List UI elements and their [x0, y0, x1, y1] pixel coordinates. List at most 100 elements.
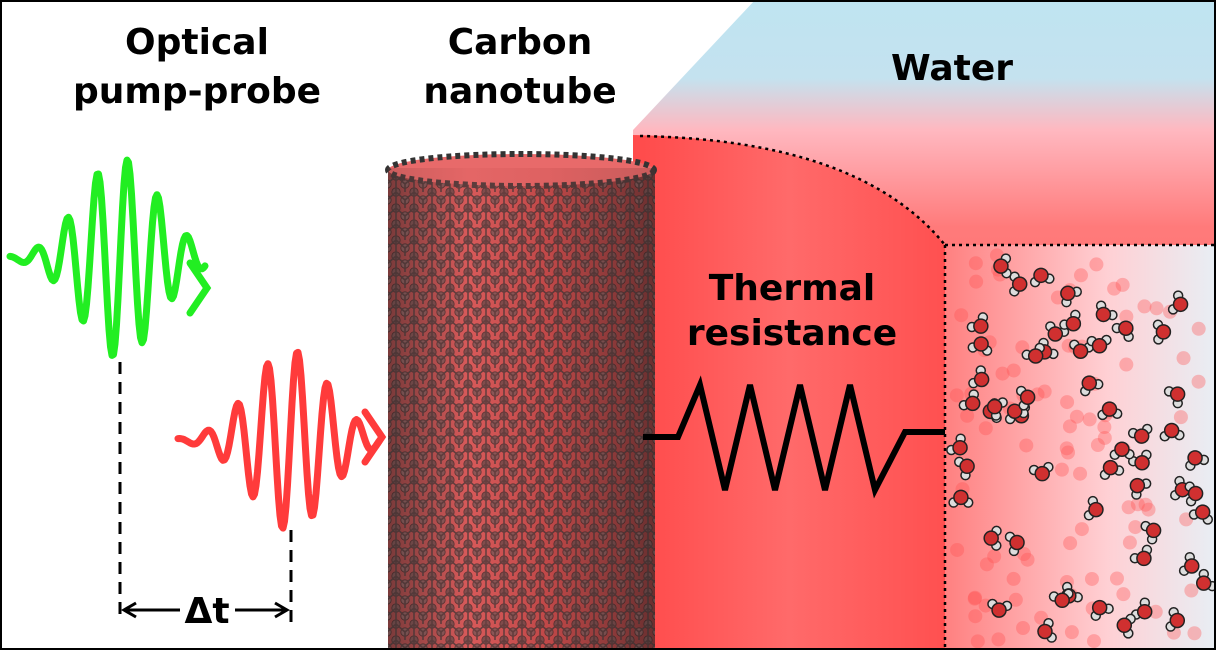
- water-molecule: [1129, 477, 1152, 500]
- faded-water-molecule: [1115, 277, 1130, 292]
- water-molecule: [1048, 588, 1074, 609]
- faded-water-molecule: [1148, 604, 1163, 619]
- faded-water-molecule: [1006, 571, 1021, 586]
- faded-water-molecule: [987, 549, 1002, 564]
- faded-water-molecule: [978, 421, 993, 436]
- water-molecule: [958, 389, 981, 412]
- pump-probe-label-2: pump-probe: [73, 71, 321, 112]
- water-molecule: [1086, 334, 1112, 354]
- faded-water-molecule: [1082, 412, 1097, 427]
- water-molecule: [1021, 342, 1045, 364]
- water-molecule: [1099, 459, 1125, 480]
- faded-water-molecule: [1128, 520, 1143, 535]
- interface-layer: [633, 135, 945, 650]
- faded-water-molecule: [1109, 571, 1124, 586]
- water-molecule: [1127, 449, 1152, 471]
- water-molecule: [1109, 441, 1135, 460]
- water-molecule: [1037, 617, 1057, 643]
- faded-water-molecule: [969, 274, 984, 289]
- faded-water-molecule: [1062, 419, 1077, 434]
- faded-water-molecule: [1191, 321, 1206, 336]
- faded-water-molecule: [1191, 374, 1206, 389]
- faded-water-molecule: [1084, 571, 1099, 586]
- faded-water-molecule: [950, 542, 965, 557]
- water-molecule: [1095, 300, 1118, 323]
- faded-water-molecule: [991, 632, 1006, 647]
- probe-arrowhead: [361, 408, 387, 466]
- nanotube-label-1: Carbon: [448, 22, 593, 63]
- water-molecule: [1080, 375, 1104, 397]
- faded-water-molecule: [1063, 536, 1078, 551]
- water-molecule: [1004, 531, 1025, 557]
- faded-water-molecule: [1116, 587, 1131, 602]
- water-molecule: [1004, 403, 1029, 425]
- faded-water-molecule: [1187, 626, 1202, 641]
- pump-arrowhead: [186, 259, 212, 317]
- water-molecule: [1028, 461, 1054, 482]
- faded-water-molecule: [1086, 634, 1101, 649]
- faded-water-molecule: [1119, 309, 1134, 324]
- water-molecule: [983, 525, 1002, 551]
- faded-water-molecule: [1097, 430, 1112, 445]
- water-molecule: [948, 489, 974, 508]
- water-molecules: [946, 248, 1216, 649]
- faded-water-molecule: [1107, 281, 1122, 296]
- water-molecule: [1116, 613, 1136, 639]
- faded-water-molecule: [1173, 410, 1188, 425]
- water-molecule: [1090, 599, 1114, 621]
- faded-water-molecule: [1141, 502, 1156, 517]
- thermal-label-1: Thermal: [709, 268, 876, 309]
- water-molecule: [1029, 267, 1055, 288]
- faded-water-molecule: [979, 557, 994, 572]
- water-molecule: [1009, 271, 1028, 297]
- water-molecule: [1159, 422, 1185, 442]
- faded-water-molecule: [1074, 522, 1089, 537]
- water-molecule: [1152, 319, 1172, 345]
- water-molecule: [1059, 309, 1082, 332]
- nanotube-label-2: nanotube: [423, 71, 616, 112]
- faded-water-molecule: [1069, 409, 1084, 424]
- faded-water-molecule: [1073, 268, 1088, 283]
- water-molecule: [1163, 386, 1186, 409]
- water-molecule: [1060, 285, 1082, 308]
- water-label: Water: [891, 48, 1013, 89]
- water-molecule: [1185, 450, 1210, 471]
- water-molecule: [993, 253, 1012, 279]
- water-molecule: [967, 336, 993, 356]
- water-molecule: [987, 598, 1013, 618]
- faded-water-molecule: [1020, 552, 1035, 567]
- pump-probe-label-1: Optical: [125, 22, 269, 63]
- faded-water-molecule: [968, 590, 983, 605]
- water-molecule: [968, 365, 990, 389]
- faded-water-molecule: [954, 308, 969, 323]
- water-molecule: [1178, 551, 1200, 576]
- faded-water-molecule: [1064, 625, 1079, 640]
- faded-water-molecule: [1059, 441, 1074, 456]
- faded-water-molecule: [1037, 384, 1052, 399]
- water-molecule: [1188, 504, 1214, 525]
- faded-water-molecule: [1061, 445, 1076, 460]
- faded-water-molecule: [1016, 546, 1031, 561]
- water-molecule: [1015, 385, 1036, 411]
- water-molecule: [946, 433, 968, 456]
- faded-water-molecule: [968, 256, 983, 271]
- faded-water-molecule: [1006, 363, 1021, 378]
- thermal-resistor: [643, 375, 945, 499]
- faded-water-molecule: [1019, 438, 1034, 453]
- faded-water-molecule: [995, 366, 1010, 381]
- faded-water-molecule: [1137, 299, 1152, 314]
- faded-water-molecule: [1090, 438, 1105, 453]
- faded-water-molecule: [968, 609, 983, 624]
- interface-boundary: [639, 134, 946, 246]
- faded-water-molecule: [1176, 351, 1191, 366]
- water-molecule: [1097, 401, 1123, 421]
- water-molecule: [953, 456, 975, 481]
- water-molecule: [1167, 290, 1189, 315]
- water-molecule: [1195, 568, 1216, 592]
- faded-water-molecule: [1073, 466, 1088, 481]
- faded-water-molecule: [1097, 420, 1112, 435]
- faded-water-molecule: [967, 591, 982, 606]
- water-molecule: [1184, 481, 1204, 507]
- faded-water-molecule: [970, 634, 985, 649]
- faded-water-molecule: [1016, 621, 1031, 636]
